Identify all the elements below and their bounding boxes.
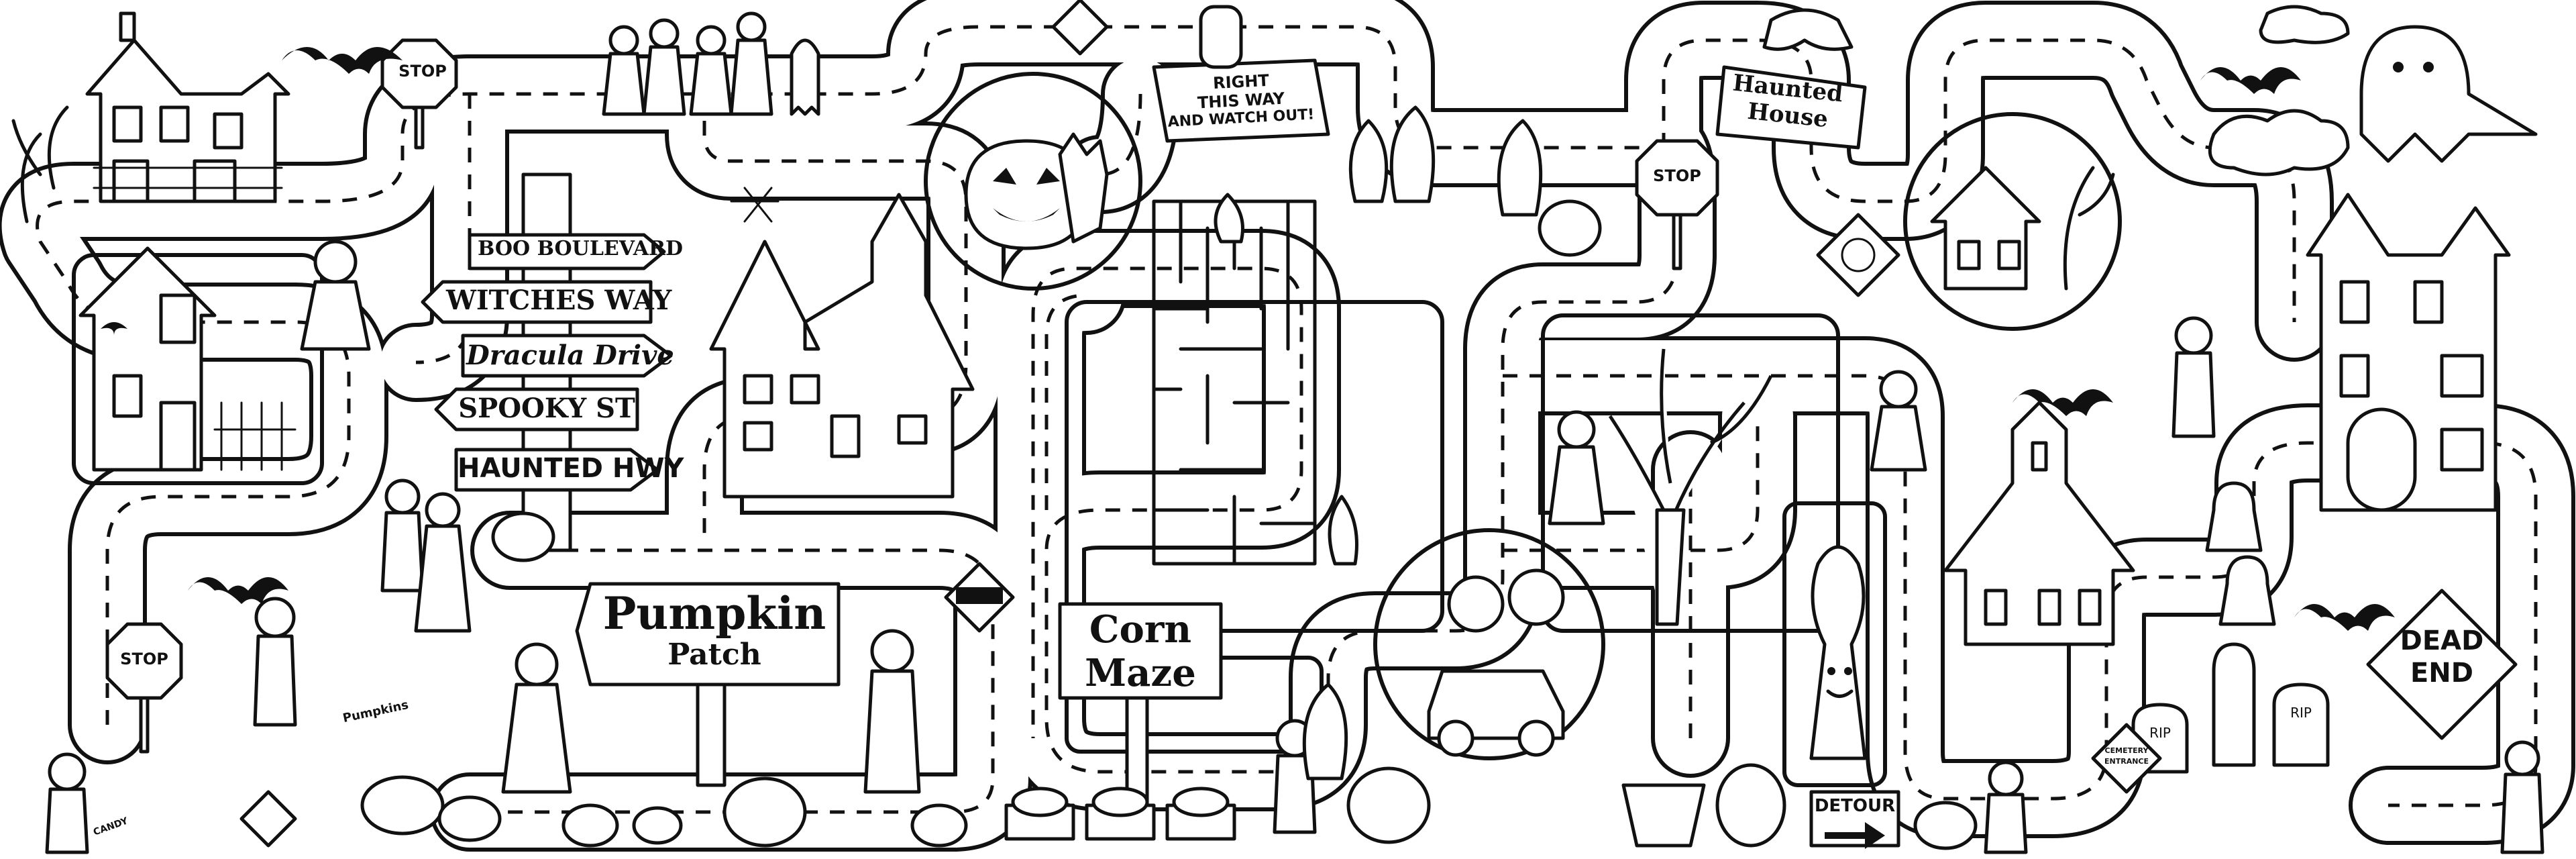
gravestone-rip-2: RIP [2290,705,2312,721]
corn-maze-line1: Corn [1089,607,1192,652]
stop-signs [105,38,1719,754]
haunted-house-sign-board [1715,8,1867,150]
block-spooky-tree [1541,313,1840,633]
pumpkin-cat-circle [964,132,1109,250]
small-castle-right [1943,401,2135,646]
stop-sign-center: STOP [1653,166,1701,185]
pumpkin-patch-line1: Pumpkin [602,587,826,640]
dead-end-line2: END [2410,658,2473,689]
smiling-tree [1809,545,1867,760]
sign-haunted-hwy: HAUNTED HWY [458,453,684,484]
haunted-house-circle [1930,166,2115,291]
roundabouts [924,72,2122,760]
sky-decorations [188,5,2538,631]
castle [709,187,975,499]
dead-end-line1: DEAD [2400,625,2484,656]
sign-spooky-st: SPOOKY ST [458,393,635,424]
right-this-way-sign [1152,5,1330,143]
street-sign-post [421,172,673,552]
detour-sign: DETOUR [1814,796,1896,816]
characters [45,11,2544,854]
block-corn-field [1065,300,1444,633]
big-haunted-house-right [2306,193,2511,512]
block-house-left [72,253,324,485]
pumpkin-patch-line2: Patch [667,638,761,672]
gravestone-rip-1: RIP [2149,725,2171,741]
sign-boo-boulevard: BOO BOULEVARD [478,237,683,260]
pumpkin-patch-sign [575,582,841,787]
car-circle [1427,568,1565,757]
house-left-block [78,246,297,472]
cemetery-entrance-line2: ENTRANCE [2104,757,2149,766]
spooky-tree [1608,348,1773,626]
stop-sign-top: STOP [398,62,447,81]
block-smiling-tree [1782,501,1887,787]
corn-maze-line2: Maze [1085,651,1196,695]
diamond-signs [239,0,2518,848]
corn-stalks [1214,105,1543,780]
pumpkin-wagon [1004,783,1706,848]
sign-witches-way: WITCHES WAY [446,285,672,316]
pumpkins [360,199,1978,850]
cemetery-entrance-line1: CEMETERY [2104,746,2149,755]
corn-maze-sign-board [1058,602,1223,807]
stop-sign-bottom-left: STOP [120,650,168,668]
haunted-house-top-left [11,11,290,223]
sign-dracula-drive: Dracula Drive [466,340,674,371]
detour-sign-board [1809,790,1900,849]
